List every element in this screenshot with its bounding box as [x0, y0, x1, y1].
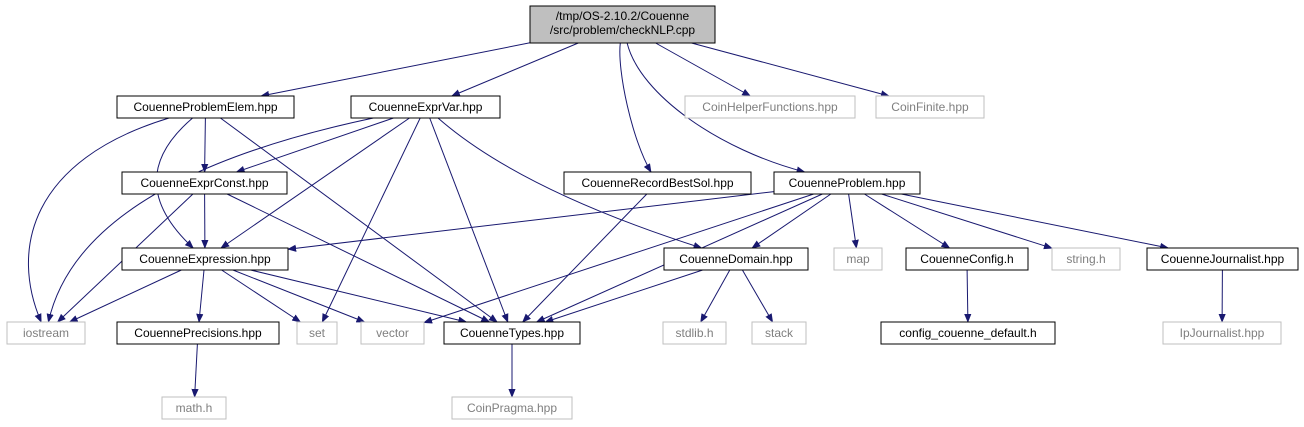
- edge-couenne_problem-to-couenne_expression: [287, 191, 775, 252]
- node-label: CoinPragma.hpp: [467, 401, 557, 415]
- node-couenne-types[interactable]: CouenneTypes.hpp: [443, 321, 581, 345]
- node-label: stdlib.h: [675, 326, 713, 340]
- node-label: CouenneExprConst.hpp: [140, 176, 268, 190]
- edge-couenne_precisions-to-math_h: [191, 343, 199, 398]
- node-label: string.h: [1066, 252, 1105, 266]
- node-couenne-expr-const[interactable]: CouenneExprConst.hpp: [121, 171, 288, 195]
- root-file-node: /tmp/OS-2.10.2/Couenne/src/problem/check…: [529, 5, 716, 44]
- edge-couenne_problem-to-couenne_config: [864, 193, 951, 249]
- edge-couenne_domain-to-stack: [741, 269, 774, 323]
- node-label: CouenneDomain.hpp: [679, 252, 793, 266]
- node-label: CouennePrecisions.hpp: [134, 326, 262, 340]
- edge-couenne_expression-to-set: [221, 269, 302, 323]
- edge-couenne_problem_elem-to-couenne_expr_const: [201, 117, 209, 173]
- node-couenne-journalist[interactable]: CouenneJournalist.hpp: [1146, 247, 1299, 271]
- node-label: CouenneProblem.hpp: [789, 176, 906, 190]
- node-label: config_couenne_default.h: [899, 326, 1036, 340]
- edge-couenne_problem_elem-to-iostream: [28, 117, 170, 323]
- edge-couenne_expr_var-to-set: [321, 117, 421, 323]
- node-stdlib-h: stdlib.h: [662, 321, 727, 345]
- node-label: math.h: [176, 401, 213, 415]
- node-couenne-domain[interactable]: CouenneDomain.hpp: [663, 247, 809, 271]
- node-label: CouenneJournalist.hpp: [1161, 252, 1285, 266]
- node-label: CoinHelperFunctions.hpp: [702, 100, 838, 114]
- node-label: map: [846, 252, 870, 266]
- edge-couenne_expr_var-to-couenne_expression: [220, 117, 410, 249]
- node-label: IpJournalist.hpp: [1180, 326, 1265, 340]
- node-label: CouenneExpression.hpp: [139, 252, 271, 266]
- node-coin-helper-functions: CoinHelperFunctions.hpp: [684, 95, 856, 119]
- edge-root-to-coin_helper_functions: [655, 42, 752, 97]
- edge-couenne_expression-to-vector: [232, 269, 366, 323]
- edge-couenne_expr_var-to-couenne_domain: [437, 117, 703, 249]
- edge-couenne_record_best_sol-to-couenne_types: [522, 193, 648, 323]
- node-label: CouenneExprVar.hpp: [369, 100, 483, 114]
- edge-root-to-couenne_record_best_sol: [619, 42, 652, 173]
- edge-couenne_problem-to-couenne_journalist: [901, 193, 1170, 250]
- edge-couenne_expr_var-to-iostream: [46, 117, 374, 323]
- edge-couenne_problem-to-vector: [423, 193, 814, 324]
- node-label: iostream: [23, 326, 69, 340]
- node-label: stack: [765, 326, 794, 340]
- node-vector: vector: [360, 321, 425, 345]
- node-label: vector: [376, 326, 409, 340]
- edge-couenne_domain-to-stdlib_h: [700, 269, 731, 323]
- root-label-line-2: /src/problem/checkNLP.cpp: [550, 23, 696, 37]
- edge-root-to-couenne_problem: [626, 42, 806, 174]
- node-stack: stack: [751, 321, 807, 345]
- node-label: CoinFinite.hpp: [891, 100, 969, 114]
- edge-root-to-couenne_expr_var: [450, 42, 579, 97]
- node-couenne-problem-elem[interactable]: CouenneProblemElem.hpp: [116, 95, 295, 119]
- edge-couenne_expression-to-couenne_precisions: [196, 269, 205, 323]
- node-string-h: string.h: [1051, 247, 1121, 271]
- node-couenne-expression[interactable]: CouenneExpression.hpp: [121, 247, 289, 271]
- node-couenne-config[interactable]: CouenneConfig.h: [905, 247, 1029, 271]
- edge-couenne_expression-to-couenne_types: [250, 269, 468, 324]
- edge-couenne_expr_var-to-couenne_types: [429, 117, 509, 323]
- node-couenne-expr-var[interactable]: CouenneExprVar.hpp: [350, 95, 501, 119]
- edge-couenne_domain-to-couenne_types: [544, 269, 703, 323]
- node-iostream: iostream: [6, 321, 86, 345]
- node-couenne-problem[interactable]: CouenneProblem.hpp: [773, 171, 921, 195]
- node-config-couenne-default[interactable]: config_couenne_default.h: [880, 321, 1056, 345]
- edge-couenne_expression-to-iostream: [68, 269, 182, 323]
- edge-couenne_problem_elem-to-couenne_types: [220, 117, 498, 323]
- node-couenne-record-best-sol[interactable]: CouenneRecordBestSol.hpp: [563, 171, 752, 195]
- edge-couenne_expr_const-to-couenne_types: [226, 193, 491, 323]
- node-label: set: [309, 326, 326, 340]
- node-label: CouenneTypes.hpp: [460, 326, 564, 340]
- edge-root-to-couenne_problem_elem: [260, 42, 531, 98]
- node-coin-finite: CoinFinite.hpp: [875, 95, 985, 119]
- node-couenne-precisions[interactable]: CouennePrecisions.hpp: [116, 321, 280, 345]
- edge-couenne_problem-to-couenne_domain: [751, 193, 832, 249]
- node-map: map: [833, 247, 883, 271]
- edge-couenne_expr_var-to-couenne_expr_const: [235, 117, 394, 173]
- root-label-line-1: /tmp/OS-2.10.2/Couenne: [556, 9, 690, 23]
- node-math-h: math.h: [161, 396, 227, 420]
- edge-couenne_config-to-config_couenne_default: [964, 269, 972, 323]
- node-label: CouenneProblemElem.hpp: [133, 100, 277, 114]
- node-label: CouenneConfig.h: [920, 252, 1013, 266]
- edge-couenne_problem-to-map: [848, 193, 859, 249]
- node-set: set: [296, 321, 338, 345]
- node-coin-pragma: CoinPragma.hpp: [451, 396, 573, 420]
- node-ip-journalist: IpJournalist.hpp: [1162, 321, 1282, 345]
- node-label: CouenneRecordBestSol.hpp: [581, 176, 733, 190]
- edge-couenne_problem-to-string_h: [881, 193, 1053, 250]
- edge-root-to-coin_finite: [691, 42, 890, 98]
